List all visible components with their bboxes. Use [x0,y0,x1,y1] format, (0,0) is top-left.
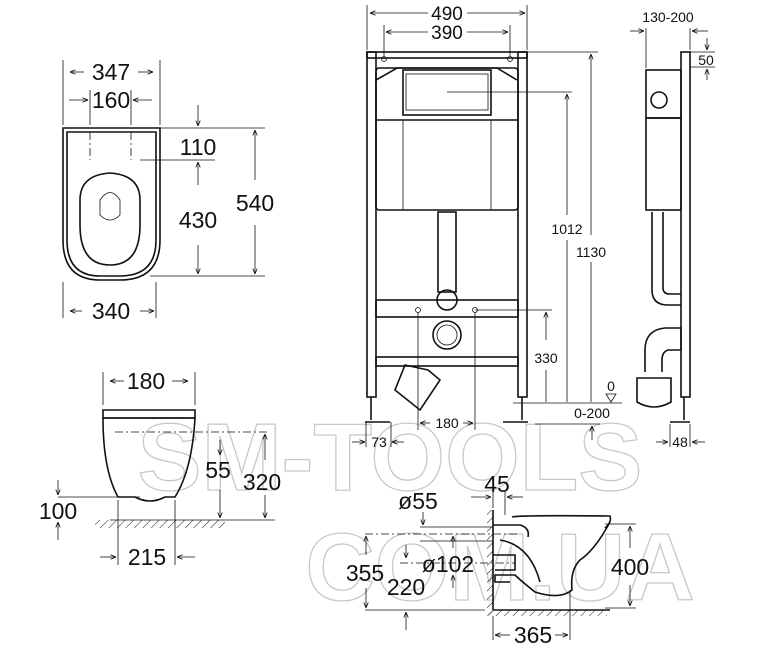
dim-bolt-height: 330 [534,350,558,366]
seat-top-view: 347 160 110 430 540 340 [62,59,274,324]
dim-height: 320 [243,469,281,495]
dim-top-width: 180 [127,368,165,394]
dim-to-holes: 110 [180,134,217,160]
dim-holes-to-front: 430 [179,207,217,233]
dim-outlet-diameter: ø102 [422,551,474,577]
dim-bracket-spacing: 390 [431,23,463,44]
dim-length: 540 [236,190,274,216]
dim-inlet-diameter: ø55 [398,488,438,514]
dim-button-height: 1012 [551,221,582,237]
dim-foot-depth: 48 [672,434,688,450]
dim-base-width: 215 [128,544,166,570]
dim-bolt-spacing: 180 [435,415,459,431]
dim-frame-height: 1130 [576,244,606,260]
dim-floor-offset: 100 [39,498,77,524]
dim-leg-adjust: 0-200 [574,405,610,421]
dim-outer-width: 347 [92,59,130,85]
frame-side-view: 130-200 50 48 [630,9,715,450]
dim-frame-width: 490 [431,4,463,25]
dim-hole-spacing: 160 [92,87,130,113]
dim-bottom-width: 340 [92,298,130,324]
dim-inlet-height: 355 [346,560,384,586]
dim-floor-zero: 0 [607,378,615,394]
dim-outlet-height: 55 [205,457,231,483]
bowl-side-view-small: 180 55 320 100 215 [39,368,281,570]
dim-outlet-height: 220 [387,574,425,600]
dim-foot-width: 73 [371,434,387,450]
dim-top-offset: 50 [698,52,714,68]
frame-front-view: 490 390 1012 1130 330 0 0-200 180 73 [352,4,622,450]
dim-projection: 365 [514,622,552,648]
dim-depth: 130-200 [642,9,694,25]
dim-wall-gap: 45 [484,471,510,497]
bowl-section-view: ø55 45 355 220 ø102 400 365 [346,471,649,648]
dim-bowl-height: 400 [611,554,649,580]
